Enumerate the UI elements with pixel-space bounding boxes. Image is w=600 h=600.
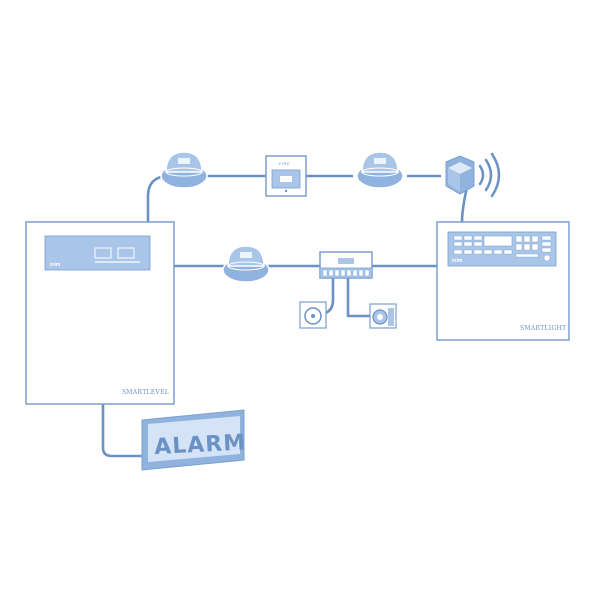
left-panel-key-1: [94, 247, 112, 259]
bell: [299, 301, 327, 329]
io-module: [319, 251, 373, 279]
smoke-detector-2: [356, 151, 404, 189]
left-panel-display: [44, 235, 151, 271]
io-module-icon: [319, 251, 373, 279]
left-panel-brand: SMARTLEVEL: [122, 389, 169, 396]
right-panel-keypad: [453, 235, 552, 262]
smoke-detector-3: [222, 245, 270, 283]
bell-icon: [299, 301, 327, 329]
smoke-detector-1: [160, 151, 208, 189]
sounder-icon: [445, 155, 475, 195]
alarm-sign: ALARM: [141, 409, 247, 471]
alarm-sign-label: ALARM: [154, 430, 247, 460]
manual-call-point: FIRE: [265, 155, 307, 197]
speaker-wire: [346, 276, 372, 318]
right-panel-lcd: [483, 235, 513, 247]
smoke-detector-icon: [160, 151, 208, 189]
alarm-sign-face: [148, 416, 240, 462]
sounder: [445, 152, 501, 198]
smoke-detector-icon: [222, 245, 270, 283]
right-panel-logo: inim: [452, 258, 463, 264]
speaker-icon: [369, 303, 397, 329]
upper-loop-wire: [146, 174, 472, 224]
speaker: [369, 303, 397, 329]
left-panel-key-2: [117, 247, 135, 259]
sound-waves-icon: [478, 152, 501, 198]
smoke-detector-icon: [356, 151, 404, 189]
left-panel-logo: inim: [50, 262, 61, 268]
right-panel-brand: SMARTLIGHT: [520, 325, 566, 332]
alarm-sign-wire: [101, 402, 144, 458]
call-point-label: FIRE: [279, 161, 290, 166]
right-control-panel: inim SMARTLIGHT: [436, 221, 570, 341]
manual-call-point-icon: [265, 155, 307, 197]
left-control-panel: inim SMARTLEVEL: [25, 221, 175, 405]
